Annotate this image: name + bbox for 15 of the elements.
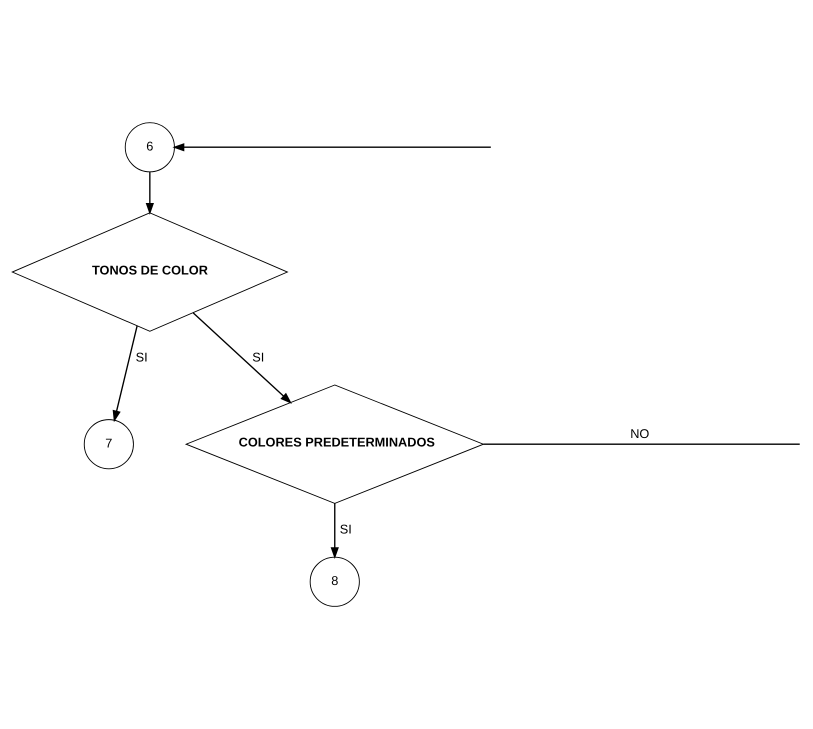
node-diamond: TONOS DE COLOR: [11, 212, 289, 332]
node-circle: 6: [124, 122, 175, 172]
arrow: [330, 503, 339, 560]
arrow: [112, 326, 138, 422]
edge-label: NO: [630, 426, 650, 442]
arrow: [192, 312, 292, 404]
edge-label: SI: [340, 522, 352, 537]
arrow: [146, 172, 154, 215]
node-circle: 8: [310, 556, 360, 607]
node-diamond: COLORES PREDETERMINADOS: [184, 384, 485, 504]
connector: [483, 444, 800, 445]
edge-label: SI: [252, 349, 264, 364]
node-circle: 7: [84, 419, 134, 470]
edge-label: SI: [136, 349, 148, 364]
arrow: [172, 143, 491, 152]
